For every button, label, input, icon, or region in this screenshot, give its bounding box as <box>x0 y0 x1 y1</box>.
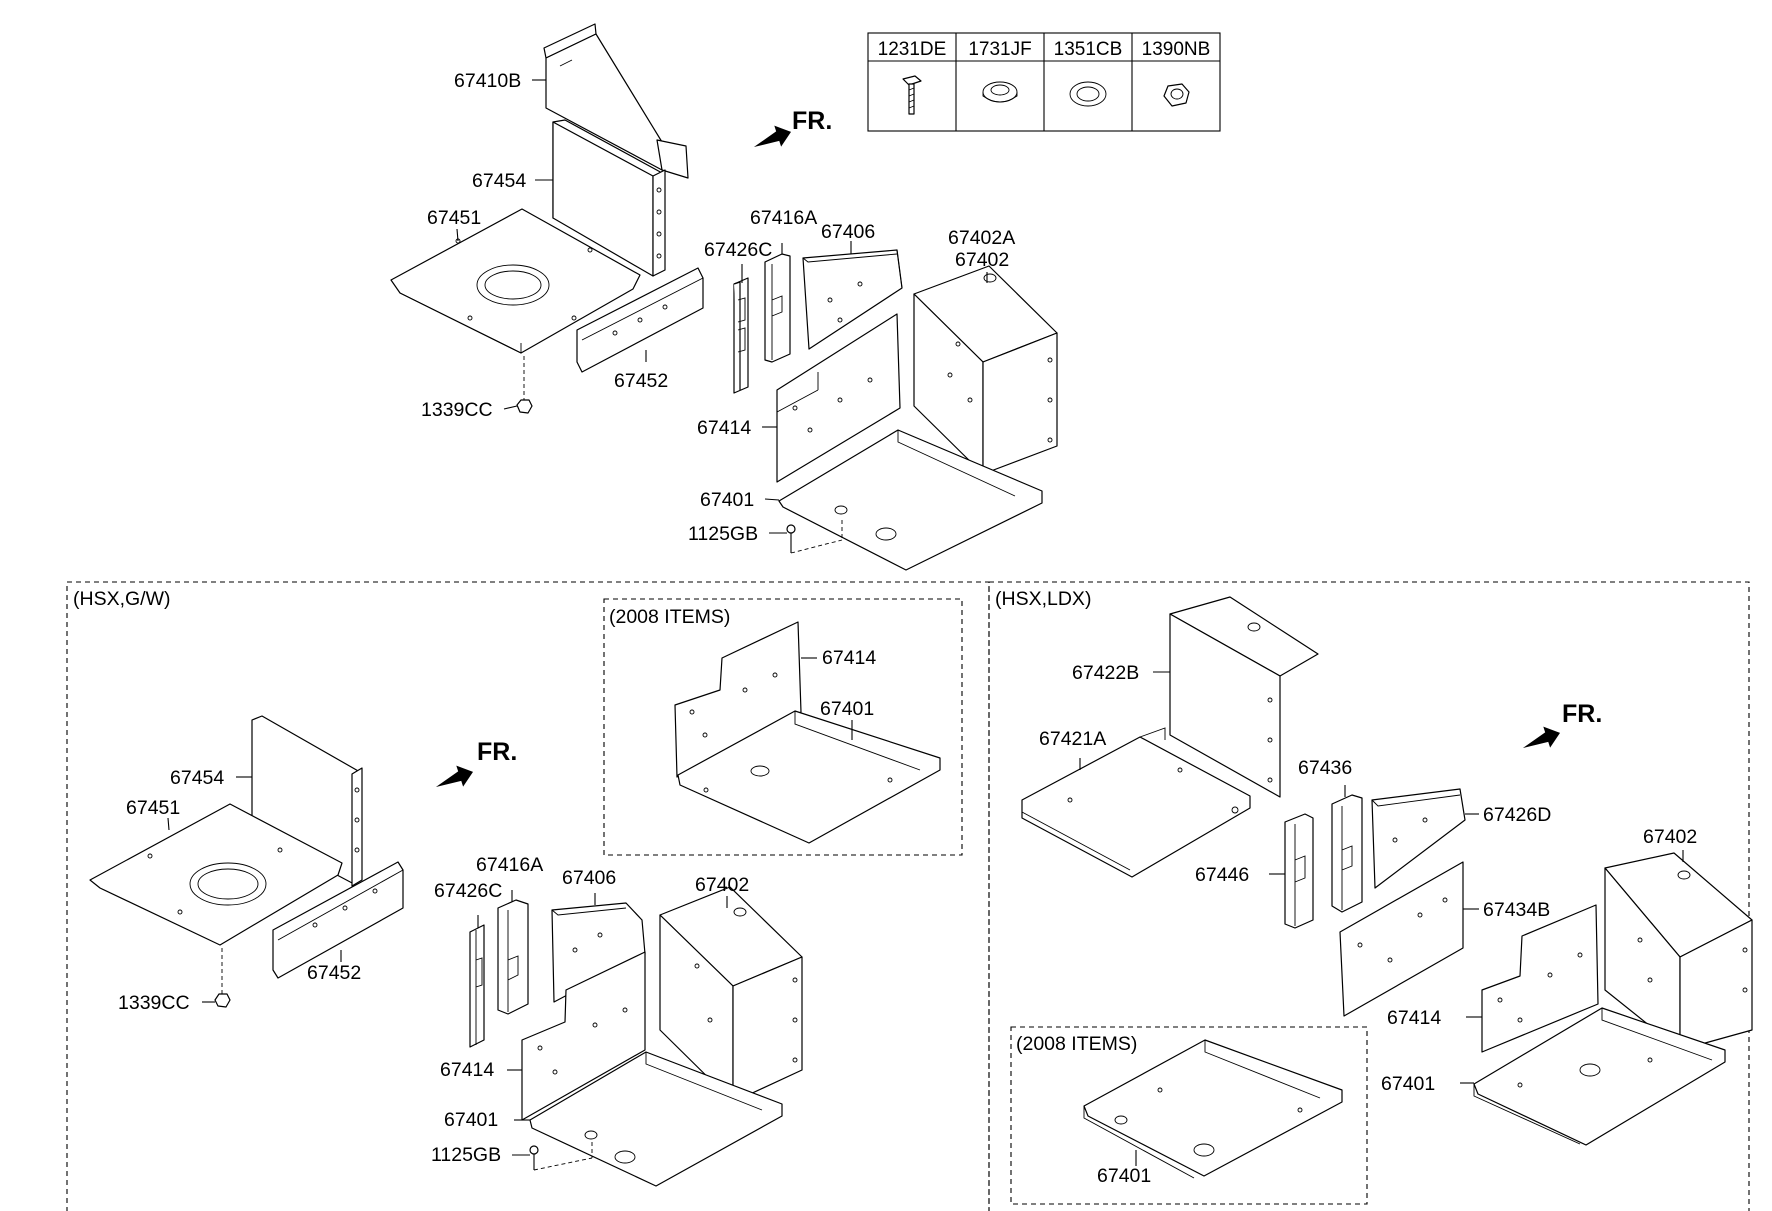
label-67454: 67454 <box>472 170 526 192</box>
items-2008-box-ldx: (2008 ITEMS) 67401 <box>1010 1026 1368 1205</box>
front-direction-arrow-gw: FR. <box>435 738 517 788</box>
part-67401 <box>677 710 941 844</box>
label-67406: 67406 <box>562 867 616 889</box>
label-67401: 67401 <box>1097 1165 1151 1187</box>
part-67426C <box>733 277 749 394</box>
part-67402 <box>1604 852 1753 1051</box>
label-67422B: 67422B <box>1072 662 1139 684</box>
part-67406 <box>802 249 903 350</box>
label-67401: 67401 <box>444 1109 498 1131</box>
part-1125GB <box>786 524 843 554</box>
label-67402: 67402 <box>695 874 749 896</box>
label-67436: 67436 <box>1298 757 1352 779</box>
label-67416A: 67416A <box>750 207 817 229</box>
label-67454: 67454 <box>170 767 224 789</box>
part-67416A <box>497 899 529 1015</box>
part-67421A <box>1021 727 1251 878</box>
washer-icon <box>982 81 1018 103</box>
label-67426D: 67426D <box>1483 804 1551 826</box>
part-67451 <box>89 803 343 946</box>
label-67414: 67414 <box>440 1059 494 1081</box>
label-67402: 67402 <box>955 249 1009 271</box>
part-67401 <box>1083 1039 1343 1179</box>
fastener-code-4: 1390NB <box>1142 39 1211 60</box>
bolt-icon <box>902 75 922 115</box>
part-67452 <box>272 861 404 979</box>
label-67401: 67401 <box>820 698 874 720</box>
label-67414: 67414 <box>697 417 751 439</box>
label-67451: 67451 <box>126 797 180 819</box>
label-67446: 67446 <box>1195 864 1249 886</box>
fastener-code-1: 1231DE <box>878 39 947 60</box>
label-67452: 67452 <box>614 370 668 392</box>
front-direction-arrow-top: FR. <box>753 107 832 148</box>
items-2008-box-gw: (2008 ITEMS) 67414 67401 <box>603 598 963 856</box>
part-67426D <box>1371 788 1466 889</box>
label-1339CC: 1339CC <box>118 992 190 1014</box>
ring-washer-icon <box>1069 81 1107 107</box>
top-assembly: 67410B 67454 67451 67452 1339CC 67416A 6… <box>390 23 1058 571</box>
label-1339CC: 1339CC <box>421 399 493 421</box>
part-67401 <box>1473 1007 1726 1146</box>
label-67401: 67401 <box>1381 1073 1435 1095</box>
part-1125GB <box>529 1145 593 1171</box>
section-title-hsx-ldx: (HSX,LDX) <box>995 588 1091 610</box>
part-67436 <box>1331 794 1363 913</box>
part-1339CC <box>214 948 231 1008</box>
part-67414 <box>1481 904 1599 1053</box>
label-67401: 67401 <box>700 489 754 511</box>
label-67421A: 67421A <box>1039 728 1106 750</box>
part-67414 <box>776 313 901 483</box>
fasteners-table: 1231DE 1731JF 1351CB 1390NB <box>867 32 1221 132</box>
part-67451 <box>390 208 641 354</box>
part-67410B <box>543 23 689 179</box>
section-hsx-ldx: (HSX,LDX) (2008 ITEMS) 67401 <box>988 581 1753 1211</box>
label-67406: 67406 <box>821 221 875 243</box>
part-67434B <box>1339 861 1464 1017</box>
fastener-code-2: 1731JF <box>968 39 1031 60</box>
front-direction-label: FR. <box>1562 700 1602 728</box>
label-67452: 67452 <box>307 962 361 984</box>
part-67422B <box>1169 596 1319 798</box>
part-67402 <box>659 886 803 1103</box>
items-2008-title: (2008 ITEMS) <box>1016 1033 1137 1055</box>
label-67426C: 67426C <box>434 880 502 902</box>
label-67416A: 67416A <box>476 854 543 876</box>
part-67426C <box>469 924 485 1048</box>
label-67414: 67414 <box>822 647 876 669</box>
part-67454 <box>552 119 666 277</box>
label-67434B: 67434B <box>1483 899 1550 921</box>
nut-icon <box>1163 83 1190 107</box>
label-67426C: 67426C <box>704 239 772 261</box>
fastener-code-3: 1351CB <box>1054 39 1123 60</box>
label-1125GB: 1125GB <box>431 1144 501 1166</box>
part-67446 <box>1284 813 1314 929</box>
front-direction-arrow-ldx: FR. <box>1522 700 1602 749</box>
part-67406 <box>551 902 646 1003</box>
label-67451: 67451 <box>427 207 481 229</box>
part-1339CC <box>516 356 533 414</box>
part-67401 <box>778 429 1043 571</box>
label-67402A: 67402A <box>948 227 1015 249</box>
part-67452 <box>576 267 704 373</box>
section-title-hsx-gw: (HSX,G/W) <box>73 588 171 610</box>
items-2008-title: (2008 ITEMS) <box>609 606 730 628</box>
section-hsx-gw: (HSX,G/W) (2008 ITEMS) 67414 67401 <box>66 581 990 1211</box>
label-1125GB: 1125GB <box>688 523 758 545</box>
label-67402: 67402 <box>1643 826 1697 848</box>
label-67414: 67414 <box>1387 1007 1441 1029</box>
label-67410B: 67410B <box>454 70 521 92</box>
front-direction-label: FR. <box>477 738 517 766</box>
part-67402 <box>913 265 1058 475</box>
front-direction-label: FR. <box>792 107 832 135</box>
part-67401 <box>529 1051 783 1187</box>
part-67414 <box>674 621 802 778</box>
part-67416A <box>764 253 791 363</box>
